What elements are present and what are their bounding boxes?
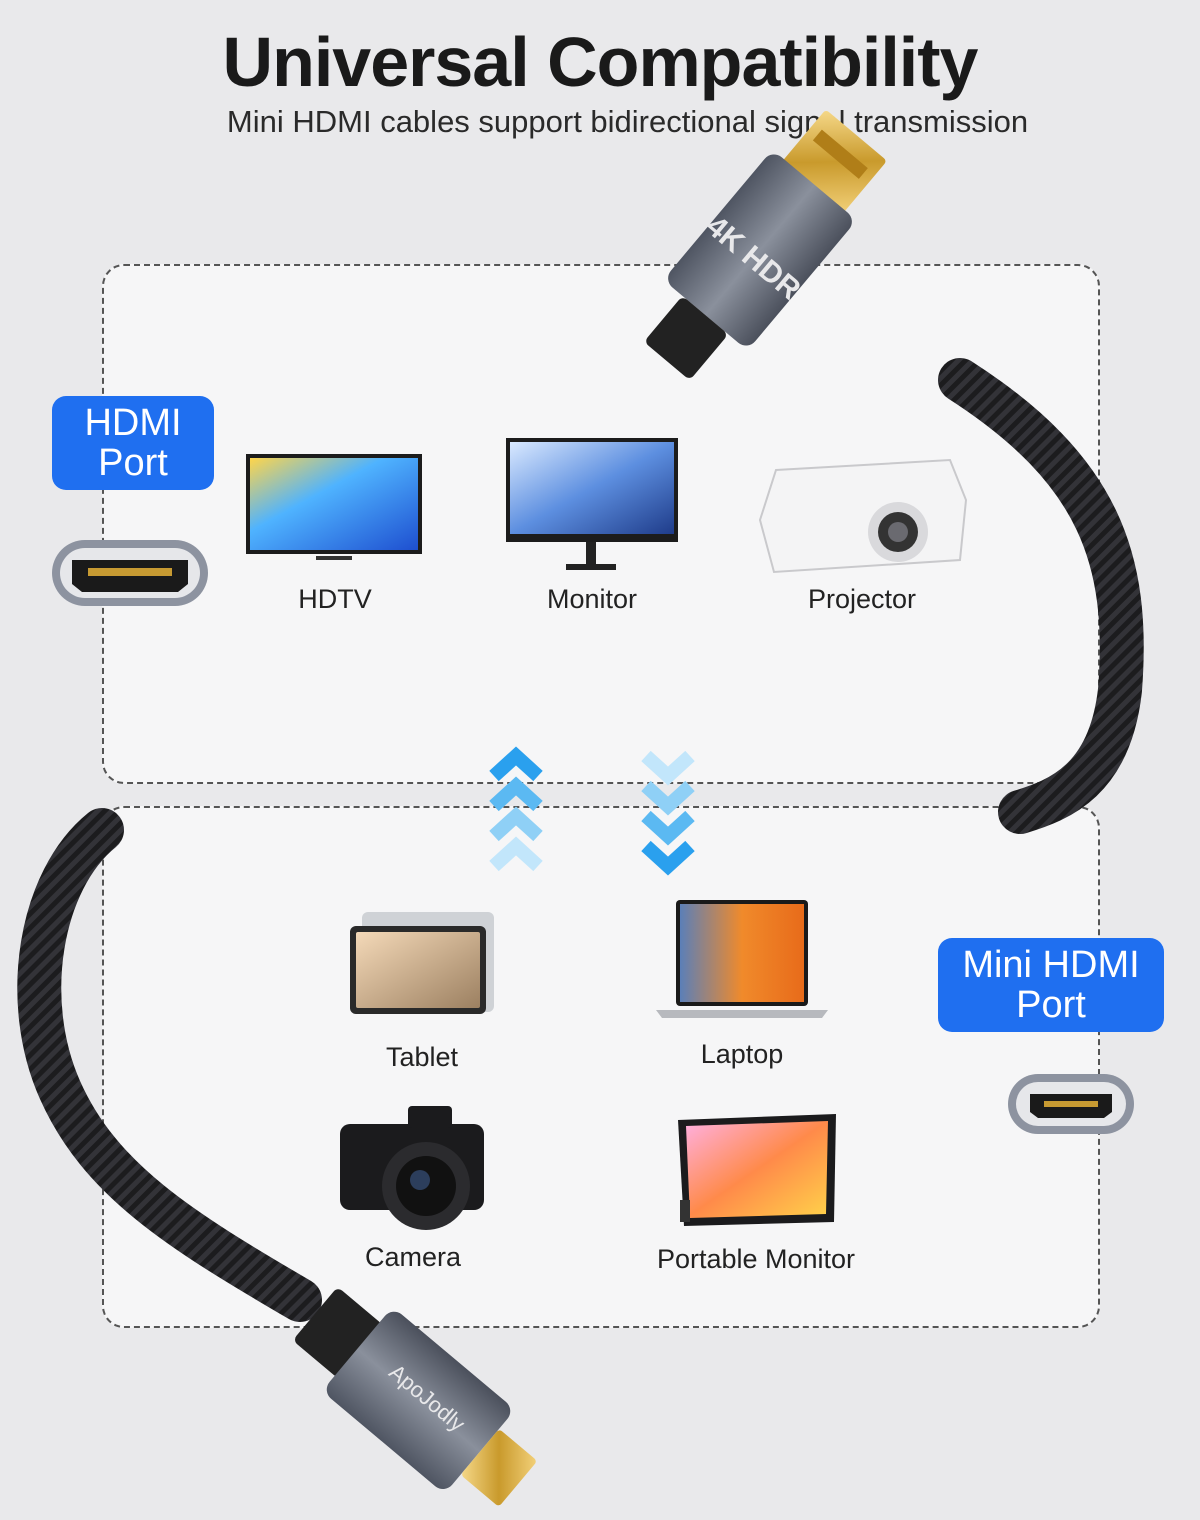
mini-hdmi-connector: ApoJodly <box>295 1289 536 1506</box>
camera-label: Camera <box>364 1242 462 1272</box>
hdtv-label: HDTV <box>298 584 372 614</box>
download-arrows-icon <box>641 750 695 876</box>
page-title: Universal Compatibility <box>222 23 979 101</box>
projector-label: Projector <box>807 584 917 614</box>
hdmi-connector: 4K HDR <box>646 111 886 378</box>
tablet-label: Tablet <box>385 1042 459 1072</box>
hdmi-port-badge: HDMI Port <box>52 396 214 490</box>
upload-arrows-icon <box>489 746 543 872</box>
tablet-icon <box>350 912 494 1014</box>
hdtv-icon <box>246 454 422 560</box>
laptop-icon <box>656 900 828 1018</box>
portable-monitor-label: Portable Monitor <box>656 1244 856 1274</box>
mini-hdmi-port-icon <box>1008 1074 1134 1134</box>
cable-upper <box>938 358 1144 834</box>
mini-hdmi-port-badge: Mini HDMI Port <box>938 938 1164 1032</box>
projector-icon <box>758 458 968 574</box>
portable-monitor-icon <box>678 1114 836 1226</box>
cable-lower <box>17 808 322 1322</box>
camera-icon <box>340 1106 484 1230</box>
laptop-label: Laptop <box>700 1039 784 1069</box>
hdmi-port-icon <box>52 540 208 606</box>
monitor-icon <box>506 438 678 570</box>
page-subtitle: Mini HDMI cables support bidirectional s… <box>226 104 1029 139</box>
input-devices-panel <box>102 806 1100 1328</box>
monitor-label: Monitor <box>546 584 638 614</box>
